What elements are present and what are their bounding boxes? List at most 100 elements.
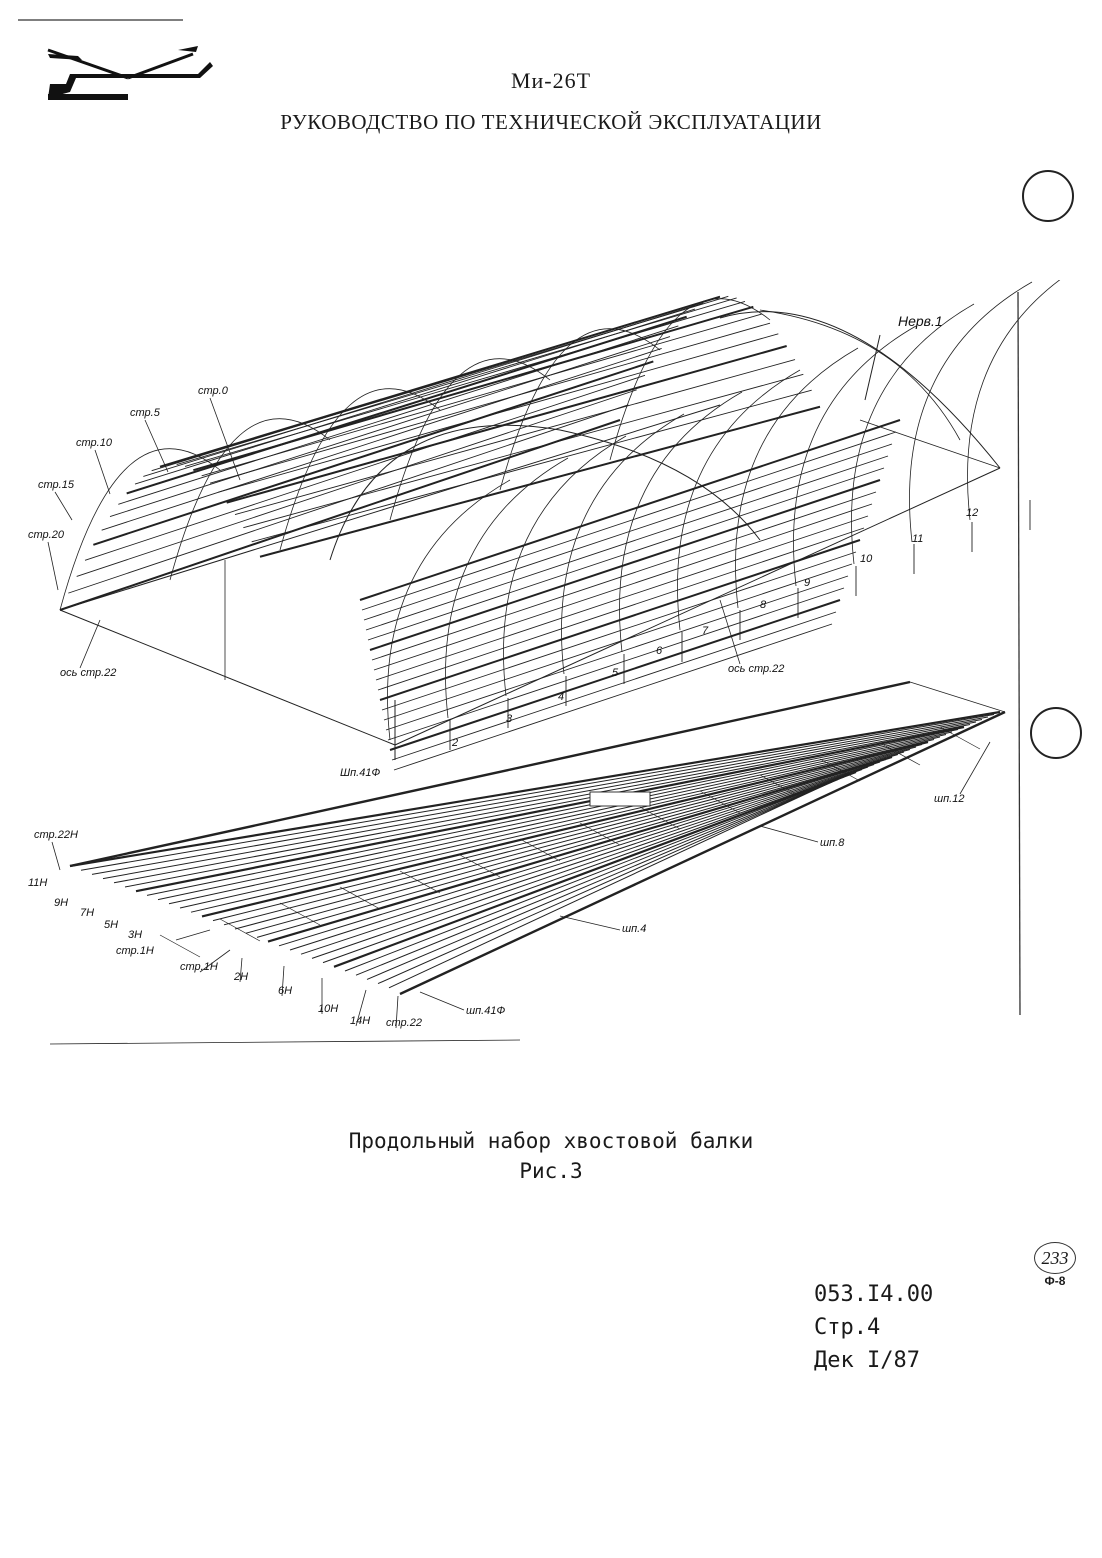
label-shp8: шп.8 [820, 837, 845, 849]
stringer-line [387, 587, 845, 741]
stringer-line [389, 599, 841, 751]
stringer-line [373, 503, 873, 671]
label-nerv1: Нерв.1 [898, 313, 943, 329]
frame-arc [279, 388, 441, 551]
label-frame-11: 11 [912, 533, 923, 545]
label-os-left: ось стр.22 [60, 667, 116, 679]
binder-hole-top [1022, 170, 1074, 222]
leader-line [54, 491, 73, 521]
stringer-line [365, 455, 889, 631]
caption-figure-number: Рис.3 [519, 1159, 583, 1183]
label-shp41f-upper: Шп.41Ф [340, 767, 380, 779]
leader-line [719, 599, 741, 665]
stringer-line [109, 336, 671, 518]
lower-stringer [124, 724, 971, 888]
leader-line [419, 991, 465, 1011]
label-str22: стр.22 [386, 1017, 422, 1029]
figure-caption: Продольный набор хвостовой балки Рис.3 [0, 1126, 1102, 1186]
document-title: РУКОВОДСТВО ПО ТЕХНИЧЕСКОЙ ЭКСПЛУАТАЦИИ [280, 110, 822, 134]
stringer-line [84, 374, 646, 561]
label-frame-4: 4 [558, 691, 564, 703]
lower-stringer [311, 766, 869, 959]
lower-stringer [179, 736, 941, 909]
stringer-line [234, 359, 796, 516]
lower-stringer [157, 731, 953, 901]
label-frame-6: 6 [656, 645, 663, 657]
baseline-dash [49, 1039, 521, 1045]
lower-frame [159, 934, 201, 958]
label-2h: 2Н [233, 971, 248, 983]
lower-stringer [234, 749, 911, 930]
leader-line [144, 419, 169, 473]
leader-line [559, 915, 621, 931]
document-footer: 053.I4.00 Стр.4 Дек I/87 [814, 1278, 933, 1377]
tail-cone [719, 311, 1001, 469]
label-frame-7: 7 [702, 625, 709, 637]
label-frame-5: 5 [612, 667, 619, 679]
label-10h: 10Н [318, 1003, 338, 1015]
label-3h: 3Н [128, 929, 142, 941]
page-number: Стр.4 [814, 1315, 881, 1340]
lower-stringer [366, 779, 839, 980]
stringer-line [193, 305, 754, 472]
label-str5: стр.5 [130, 407, 161, 419]
stringer-line [168, 295, 729, 466]
label-str1h-b: стр.1Н [180, 961, 218, 973]
stringer-line [176, 297, 737, 466]
label-os-right: ось стр.22 [728, 663, 784, 675]
helicopter-logo-icon [18, 19, 213, 100]
lower-stringer [333, 770, 857, 968]
lower-stringer [135, 725, 965, 893]
frame-arc [609, 298, 771, 461]
frame-arc [329, 424, 761, 561]
revision-date: Дек I/87 [814, 1348, 920, 1373]
stringer-line [226, 345, 787, 504]
leader-line [239, 957, 243, 983]
lower-stringer [190, 739, 935, 913]
stringer-line [381, 551, 857, 711]
caption-title: Продольный набор хвостовой балки [348, 1129, 754, 1153]
lower-stringer [245, 751, 905, 934]
lower-stringer [388, 784, 827, 989]
label-str0: стр.0 [198, 385, 229, 397]
leader-line [94, 449, 111, 495]
label-frame-2: 2 [451, 737, 458, 749]
stringer-line [184, 301, 746, 467]
stringer-line [209, 322, 771, 484]
lower-frame [519, 838, 561, 862]
lower-frame [639, 806, 681, 830]
stringer-line [379, 539, 861, 701]
lower-stringer [69, 710, 1001, 868]
lower-stringer [223, 746, 917, 926]
stringer-line [101, 348, 662, 531]
label-str10: стр.10 [76, 437, 113, 449]
frame-arc [851, 303, 975, 565]
lower-stringer [212, 744, 923, 922]
lower-stringer [146, 729, 959, 896]
lower-edge [399, 710, 1006, 996]
lower-frame [219, 918, 261, 942]
stamp-sub: Ф-8 [1044, 1274, 1066, 1288]
label-frame-3: 3 [506, 713, 513, 725]
lower-frame [819, 758, 861, 782]
label-frame-9: 9 [804, 577, 810, 589]
stringer-line [383, 563, 853, 721]
leader-line [281, 965, 285, 997]
leader-line [47, 541, 59, 591]
stringer-line [377, 527, 865, 691]
label-14h: 14Н [350, 1015, 370, 1027]
label-7h: 7Н [80, 907, 94, 919]
label-str1h-a: стр.1Н [116, 945, 154, 957]
stringer-line [385, 575, 849, 731]
stringer-line [243, 373, 804, 529]
frame-arc [677, 369, 801, 631]
label-shp4: шп.4 [622, 923, 646, 935]
frame-arc [499, 328, 661, 491]
leader-line [864, 334, 881, 401]
label-frame-12: 12 [966, 507, 978, 519]
stringer-line [391, 611, 837, 761]
leader-line [209, 397, 241, 481]
stringer-line [93, 360, 654, 546]
base-line [59, 609, 396, 746]
leader-line [199, 949, 231, 973]
